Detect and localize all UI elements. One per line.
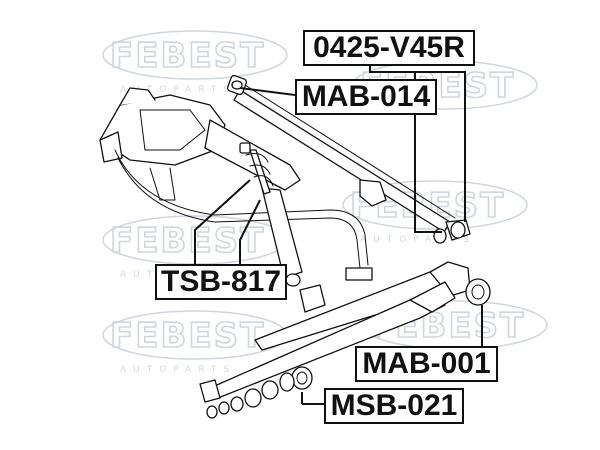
- shock-absorber: [239, 142, 326, 313]
- stabilizer-bar: [114, 149, 373, 281]
- axle-housing: [99, 87, 301, 201]
- label-tsb-817: TSB-817: [155, 264, 287, 300]
- watermark-1: FEBEST AUTOPARTS: [102, 30, 288, 95]
- label-0425-v45r: 0425-V45R: [303, 30, 475, 66]
- leader-lines: [194, 60, 483, 405]
- watermark-tagline: AUTOPARTS: [360, 235, 476, 245]
- label-msb-021: MSB-021: [324, 388, 464, 424]
- watermark-tagline: AUTOPARTS: [120, 365, 236, 375]
- upper-control-arm: [254, 261, 491, 351]
- lateral-rod: [226, 74, 471, 244]
- hardware: [206, 366, 313, 419]
- watermark-brand: FEBEST: [110, 36, 265, 76]
- watermark-5: FEBEST AUTOPARTS: [102, 310, 288, 375]
- label-mab-014: MAB-014: [295, 79, 437, 115]
- lower-trailing-arm: [199, 281, 456, 403]
- label-mab-001: MAB-001: [355, 346, 498, 382]
- watermark-tagline: AUTOPARTS: [120, 85, 236, 95]
- watermark-brand: FEBEST: [110, 316, 265, 356]
- watermark-brand: FEBEST: [110, 221, 265, 261]
